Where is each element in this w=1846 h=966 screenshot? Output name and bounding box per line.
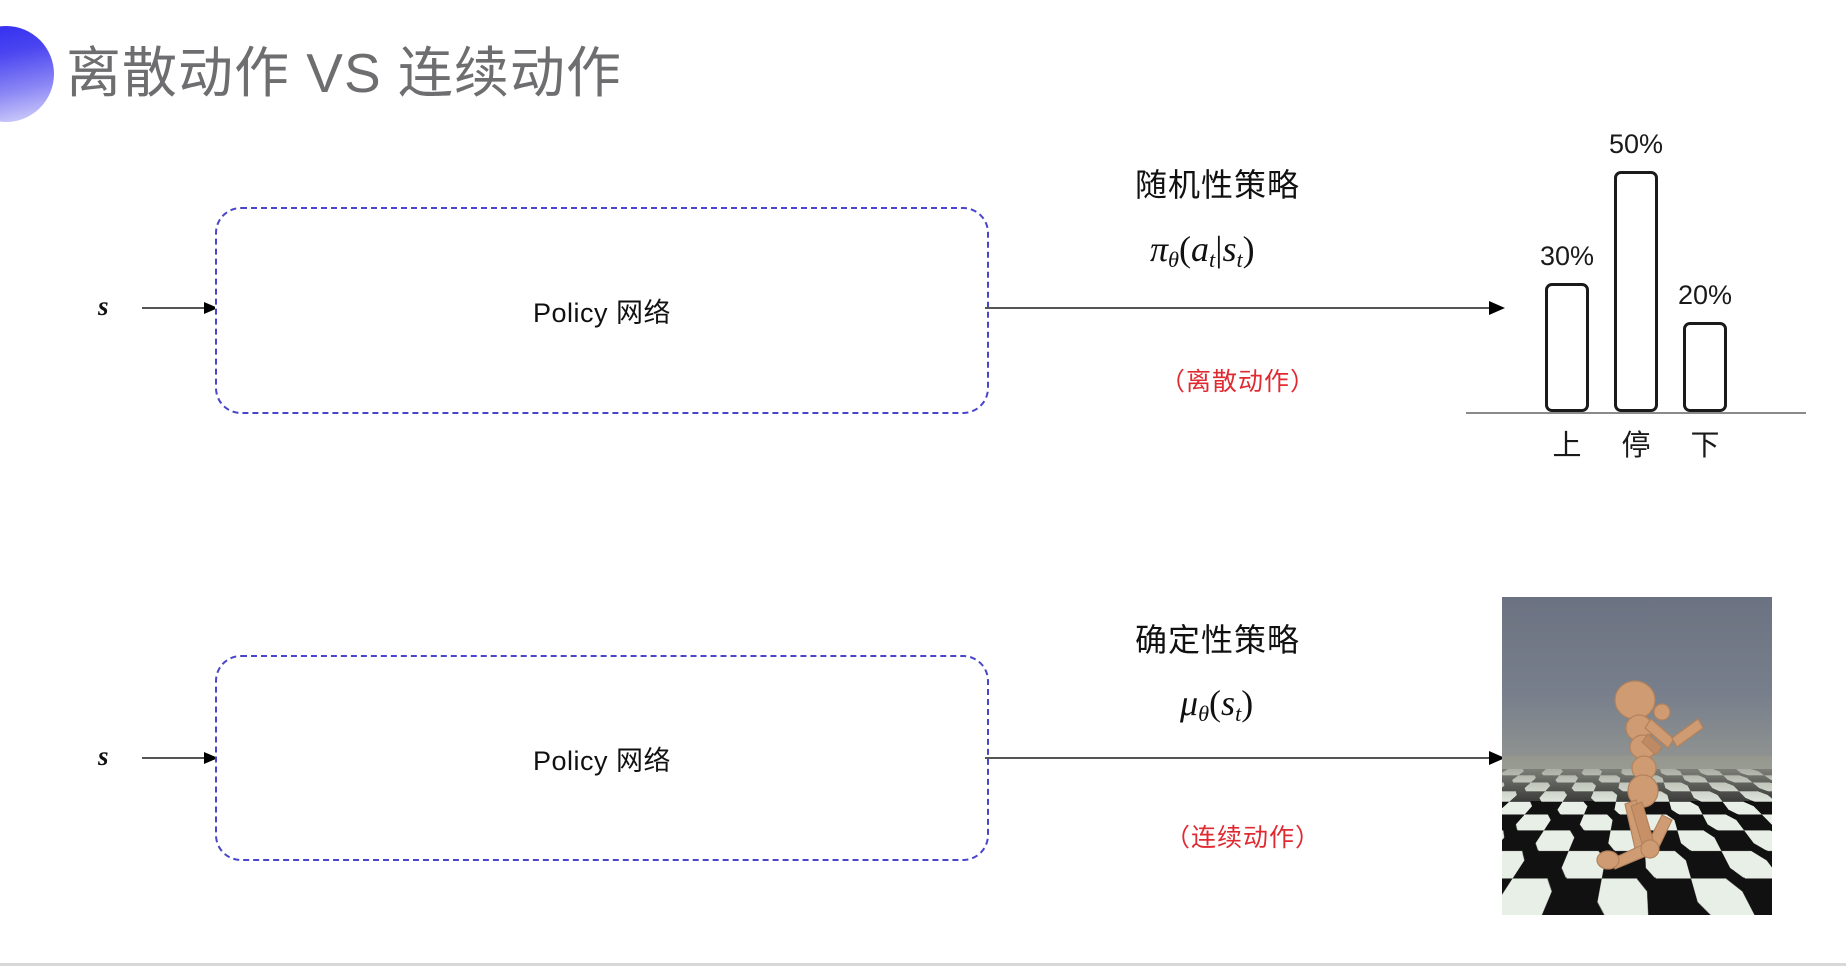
arrow-head-icon — [204, 752, 218, 764]
formula-theta: θ — [1198, 701, 1210, 727]
formula-open-paren: ( — [1209, 683, 1222, 723]
formula-arg2: s — [1221, 683, 1236, 723]
formula-close-paren: ) — [1241, 683, 1254, 723]
formula-arg2: s — [1222, 229, 1237, 269]
title-bullet-icon — [0, 26, 54, 122]
arrow-head-icon — [204, 302, 218, 314]
action-type-note-discrete: （离散动作） — [1160, 368, 1317, 396]
formula-sub1: t — [1209, 247, 1216, 273]
policy-network-box-discrete[interactable]: Policy 网络 — [215, 207, 989, 414]
page-title: 离散动作 VS 连续动作 — [66, 42, 622, 104]
humanoid-simulation-image — [1502, 597, 1772, 915]
arrow-shaft — [142, 757, 204, 759]
policy-formula-discrete: πθ(at|st) — [1150, 228, 1255, 273]
arrow-shaft — [985, 757, 1491, 759]
action-type-note-continuous: （连续动作） — [1165, 824, 1322, 852]
bar-value-label-0: 30% — [1539, 241, 1595, 271]
formula-fn: μ — [1180, 683, 1199, 723]
output-arrow-discrete — [985, 301, 1505, 315]
chart-baseline — [1466, 412, 1806, 414]
formula-theta: θ — [1168, 247, 1180, 273]
bar-1 — [1614, 171, 1658, 412]
policy-type-label-discrete: 随机性策略 — [1135, 167, 1301, 203]
action-probability-bar-chart: 30% 50% 20% 上 停 下 — [1466, 110, 1806, 462]
policy-network-label: Policy 网络 — [532, 745, 672, 776]
bar-value-label-2: 20% — [1677, 280, 1733, 310]
formula-fn: π — [1150, 229, 1169, 269]
policy-formula-continuous: μθ(st) — [1180, 682, 1254, 727]
formula-sub2: t — [1236, 247, 1243, 273]
humanoid-figure-icon — [1596, 680, 1704, 870]
arrow-head-icon — [1489, 301, 1505, 315]
input-state-label-discrete: s — [98, 291, 109, 321]
arrow-shaft — [985, 307, 1491, 309]
formula-bar: | — [1215, 229, 1223, 269]
bar-category-label-1: 停 — [1621, 430, 1651, 462]
arrow-shaft — [142, 307, 204, 309]
bar-0 — [1545, 283, 1589, 412]
policy-type-label-continuous: 确定性策略 — [1135, 622, 1301, 658]
input-arrow-discrete — [142, 302, 218, 314]
slide-bottom-rule — [0, 963, 1846, 966]
policy-network-box-continuous[interactable]: Policy 网络 — [215, 655, 989, 861]
bar-2 — [1683, 322, 1727, 412]
bar-value-label-1: 50% — [1608, 129, 1664, 159]
arrow-head-icon — [1489, 751, 1505, 765]
bar-category-label-0: 上 — [1552, 430, 1582, 462]
bar-category-label-2: 下 — [1690, 430, 1720, 462]
output-arrow-continuous — [985, 751, 1505, 765]
policy-network-label: Policy 网络 — [532, 298, 672, 328]
input-state-label-continuous: s — [98, 741, 109, 771]
input-arrow-continuous — [142, 752, 218, 764]
formula-arg1: a — [1191, 229, 1210, 269]
formula-open-paren: ( — [1179, 229, 1192, 269]
formula-close-paren: ) — [1242, 229, 1255, 269]
formula-sub2: t — [1235, 701, 1242, 727]
